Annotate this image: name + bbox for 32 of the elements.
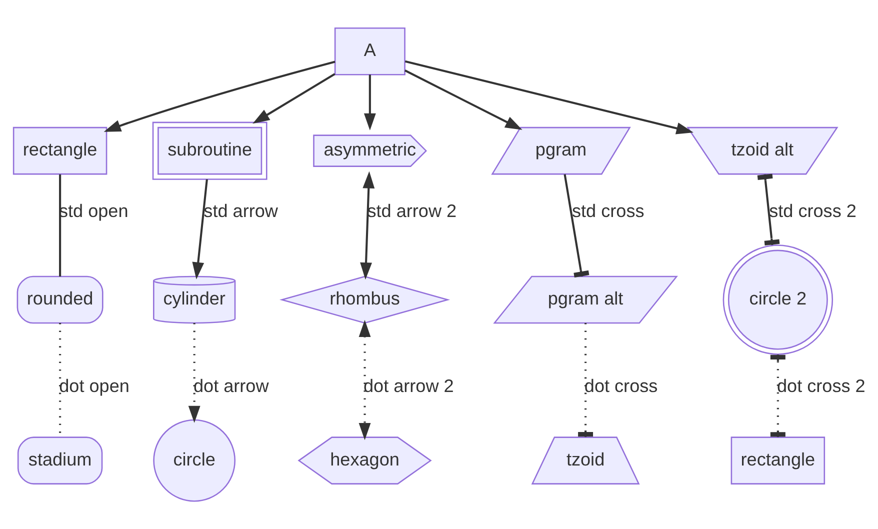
edge-label: std arrow 2 <box>367 200 457 221</box>
arrow <box>364 74 376 130</box>
arrow <box>404 60 694 134</box>
edge-label: dot cross <box>584 376 658 396</box>
node-box: stadium <box>17 436 103 484</box>
edge-label: dot cross 2 <box>776 376 866 396</box>
node-box: A <box>334 28 406 76</box>
node-diamond: rhombus <box>280 276 450 324</box>
node-box: rectangle <box>730 436 826 484</box>
edge-label: dot arrow 2 <box>363 376 454 396</box>
arrow <box>192 179 208 280</box>
node-box: rounded <box>16 276 104 324</box>
arrow <box>252 73 336 124</box>
arrow <box>404 70 522 130</box>
connector <box>564 174 590 278</box>
node-box: rectangle <box>12 126 108 175</box>
node-circle: circle <box>153 419 236 502</box>
edge-label: std arrow <box>204 200 278 221</box>
edge-label: std cross 2 <box>769 200 856 221</box>
connector <box>757 174 780 246</box>
edge-label: dot open <box>59 376 130 396</box>
connector <box>578 323 594 437</box>
edge-label: std cross <box>572 200 644 221</box>
connector <box>59 174 62 276</box>
arrow <box>358 320 371 440</box>
arrow <box>188 323 200 423</box>
arrow <box>360 171 375 280</box>
edge-label: dot arrow <box>193 376 269 396</box>
node-box: subroutine <box>152 122 268 180</box>
arrow <box>104 60 336 132</box>
node-circle: circle 2 <box>722 244 834 355</box>
connector <box>770 354 786 438</box>
